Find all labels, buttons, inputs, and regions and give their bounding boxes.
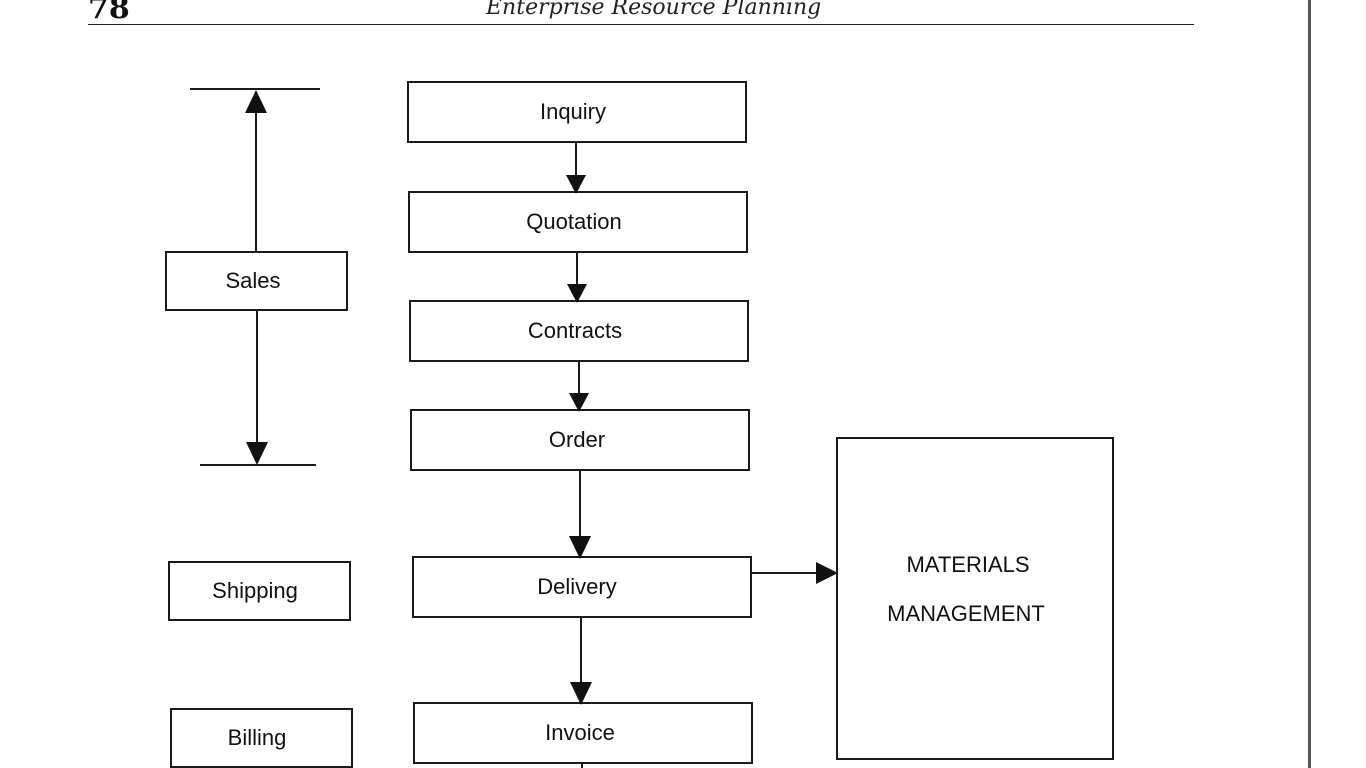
flow-arrowhead-quotation bbox=[566, 175, 586, 194]
step-box-contracts: Contracts bbox=[409, 300, 749, 362]
phase-box-sales: Sales bbox=[165, 251, 348, 311]
materials-management-label-line2: MANAGEMENT bbox=[887, 601, 1045, 626]
flow-arrowhead-contracts bbox=[567, 284, 587, 303]
sales-span-up-arrowhead bbox=[245, 90, 267, 113]
phase-box-shipping: Shipping bbox=[168, 561, 351, 621]
running-head: Enterprise Resource Planning bbox=[486, 0, 822, 20]
step-box-delivery: Delivery bbox=[412, 556, 752, 618]
step-label-order: Order bbox=[549, 427, 605, 452]
flow-arrowhead-order bbox=[569, 393, 589, 412]
page-number: 78 bbox=[88, 0, 130, 26]
phase-label-sales: Sales bbox=[225, 268, 280, 293]
materials-management-box: MATERIALS MANAGEMENT bbox=[836, 437, 1114, 760]
flow-arrowhead-delivery bbox=[569, 536, 591, 559]
phase-label-shipping: Shipping bbox=[212, 578, 298, 603]
step-box-order: Order bbox=[410, 409, 750, 471]
step-box-quotation: Quotation bbox=[408, 191, 748, 253]
step-box-invoice: Invoice bbox=[413, 702, 753, 764]
step-label-contracts: Contracts bbox=[528, 318, 622, 343]
phase-box-billing: Billing bbox=[170, 708, 353, 768]
materials-management-label-line1: MATERIALS bbox=[906, 552, 1029, 577]
sales-span-down-arrowhead bbox=[246, 442, 268, 465]
phase-label-billing: Billing bbox=[228, 725, 287, 750]
header-rule bbox=[88, 24, 1194, 25]
step-label-invoice: Invoice bbox=[545, 720, 615, 745]
page-edge bbox=[1308, 0, 1311, 768]
step-label-delivery: Delivery bbox=[537, 574, 616, 599]
step-label-inquiry: Inquiry bbox=[540, 99, 606, 124]
step-label-quotation: Quotation bbox=[526, 209, 621, 234]
flow-arrowhead-materials bbox=[816, 562, 838, 584]
step-box-inquiry: Inquiry bbox=[407, 81, 747, 143]
flow-arrowhead-invoice bbox=[570, 682, 592, 705]
